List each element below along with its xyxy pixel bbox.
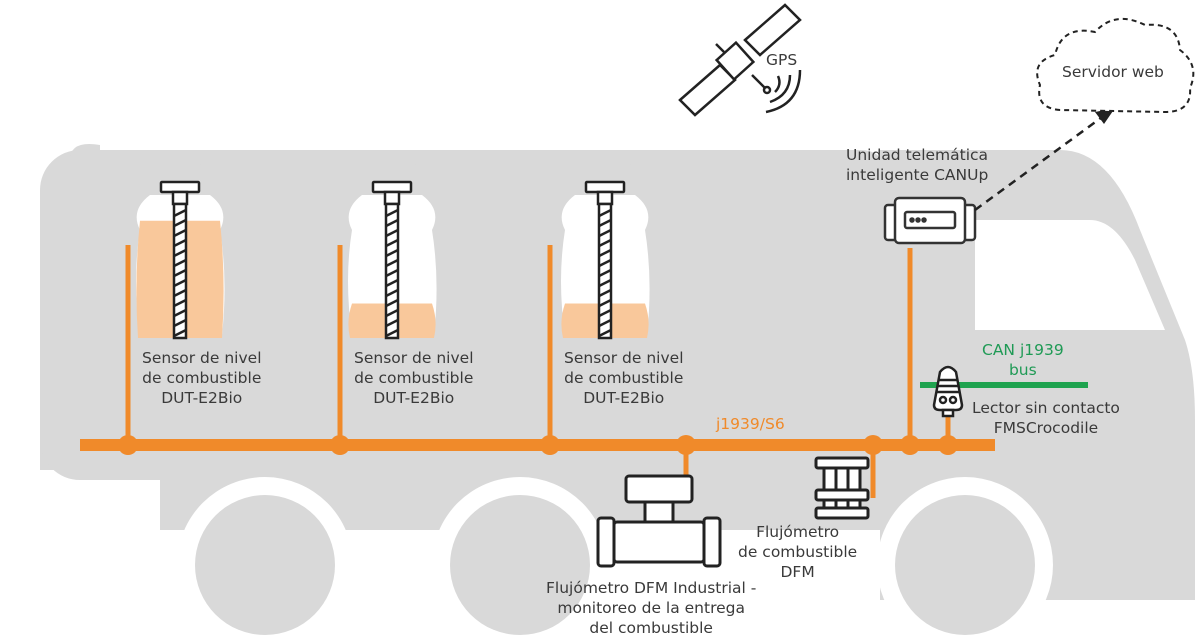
level-sensors xyxy=(159,180,626,340)
tank-3-label: Sensor de nivel de combustible DUT-E2Bio xyxy=(564,348,684,408)
level-sensor-icon xyxy=(371,180,413,340)
label-line: DFM xyxy=(780,563,815,581)
bus-nodes xyxy=(118,435,958,455)
label-line: CAN j1939 xyxy=(982,341,1064,359)
can-bus-label: CAN j1939 bus xyxy=(982,340,1064,380)
wheels xyxy=(177,477,1053,636)
dfm-flowmeter-icon xyxy=(814,456,870,520)
label-line: Flujómetro DFM Industrial - xyxy=(546,579,757,597)
level-sensor-icon xyxy=(584,180,626,340)
arrow-head-icon xyxy=(1095,108,1115,124)
tank-2-label: Sensor de nivel de combustible DUT-E2Bio xyxy=(354,348,474,408)
label-line: Flujómetro xyxy=(756,523,840,541)
level-sensor-icon xyxy=(159,180,201,340)
label-line: DUT-E2Bio xyxy=(161,389,243,407)
telematics-unit-icon xyxy=(883,196,977,245)
label-line: de combustible xyxy=(564,369,684,387)
server-label: Servidor web xyxy=(1062,63,1164,81)
telematics-line2: inteligente CANUp xyxy=(846,166,989,184)
label-line: de combustible xyxy=(738,543,858,561)
cab-window xyxy=(975,220,1165,330)
telematics-label: Unidad telemática inteligente CANUp xyxy=(846,145,988,185)
label-line: Lector sin contacto xyxy=(972,399,1120,417)
label-line: bus xyxy=(1008,361,1037,379)
satellite-icon xyxy=(678,3,802,117)
label-line: FMSCrocodile xyxy=(993,419,1099,437)
telematics-line1: Unidad telemática xyxy=(846,146,989,164)
label-line: Sensor de nivel xyxy=(354,349,474,367)
label-line: Sensor de nivel xyxy=(564,349,684,367)
dfm-industrial-icon xyxy=(596,474,722,568)
label-line: de combustible xyxy=(354,369,474,387)
label-line: del combustible xyxy=(589,619,713,636)
label-line: DUT-E2Bio xyxy=(373,389,455,407)
gps-label: GPS xyxy=(766,51,798,69)
reader-label: Lector sin contacto FMSCrocodile xyxy=(972,398,1120,438)
j1939-bus xyxy=(80,245,995,498)
label-line: DUT-E2Bio xyxy=(583,389,665,407)
fms-crocodile-reader-icon xyxy=(932,365,964,418)
bus-label: j1939/S6 xyxy=(716,415,785,433)
label-line: Sensor de nivel xyxy=(142,349,262,367)
label-line: monitoreo de la entrega xyxy=(557,599,745,617)
tank-1-label: Sensor de nivel de combustible DUT-E2Bio xyxy=(142,348,262,408)
cloud-icon xyxy=(1036,17,1195,114)
dfm-industrial-label: Flujómetro DFM Industrial - monitoreo de… xyxy=(546,578,756,636)
label-line: de combustible xyxy=(142,369,262,387)
dfm-label: Flujómetro de combustible DFM xyxy=(738,522,857,582)
